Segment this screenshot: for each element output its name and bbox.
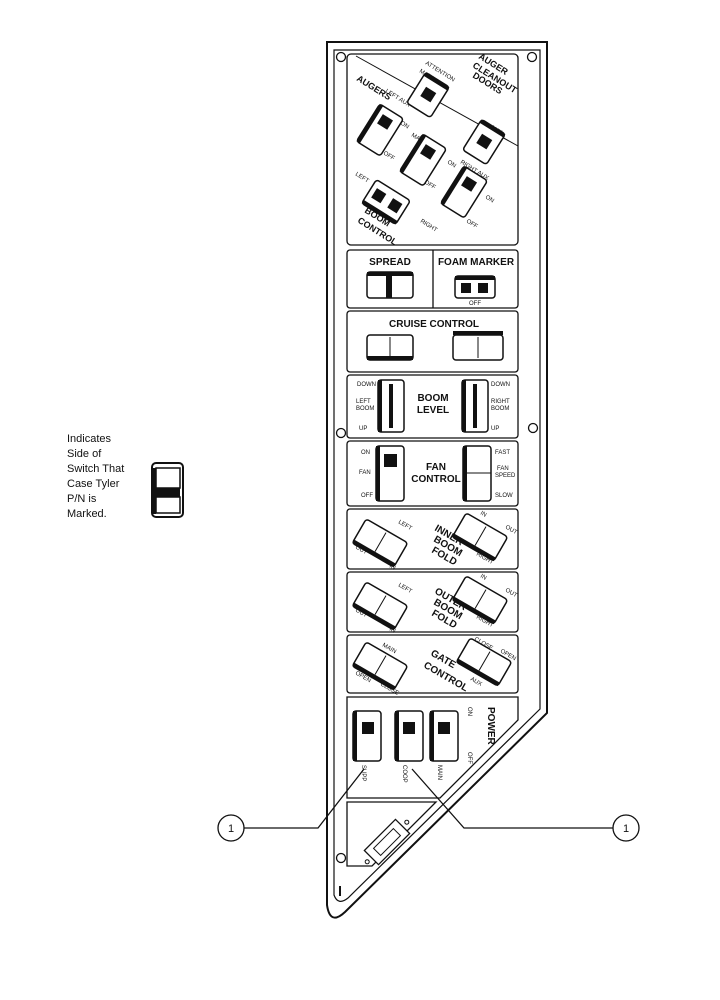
fan-control-title-1: FAN (426, 462, 446, 473)
fan-on-off-switch[interactable] (375, 445, 405, 502)
power-section: POWER ON OFF SUPP COOP MAIN (352, 707, 496, 783)
right-boom-label-2: BOOM (491, 406, 509, 412)
main-on-label: ON (446, 160, 457, 170)
bottom-connector (363, 818, 411, 866)
auger-right-aux-switch[interactable] (440, 165, 488, 218)
fan-speed-switch[interactable] (462, 445, 492, 502)
fan-control-title-2: CONTROL (411, 474, 460, 485)
right-boom-level-switch[interactable] (461, 379, 489, 433)
outer-right-out-label: OUT (504, 588, 518, 600)
right-up-label: UP (491, 426, 499, 432)
power-title: POWER (485, 707, 496, 746)
outer-out-label: OUT (354, 608, 368, 620)
fan-slow-label: SLOW (495, 493, 513, 499)
outer-in-label: IN (388, 627, 396, 635)
spread-title: SPREAD (369, 257, 411, 268)
legend-switch-icon (151, 462, 184, 518)
right-down-label: DOWN (491, 382, 510, 388)
coop-label: COOP (401, 765, 407, 783)
fan-off-label: OFF (361, 493, 373, 499)
inner-right-out-label: OUT (504, 525, 518, 537)
supp-label: SUPP (360, 765, 366, 781)
gate-main-switch[interactable] (352, 642, 408, 691)
spread-switch[interactable] (366, 271, 414, 299)
outer-left-label: LEFT (397, 583, 413, 596)
fan-fast-label: FAST (495, 450, 510, 456)
main-label: MAIN (436, 765, 442, 780)
coop-power-switch[interactable] (394, 710, 424, 762)
inner-right-in-label: IN (479, 511, 487, 519)
fan-speed-label-2: SPEED (495, 473, 516, 479)
right-boom-label-1: RIGHT (491, 399, 510, 405)
legend-line: Switch That (67, 463, 125, 475)
left-boom-label-1: LEFT (356, 399, 371, 405)
left-boom-level-switch[interactable] (377, 379, 405, 433)
outer-boom-right-switch[interactable] (452, 576, 508, 625)
callout-left-label: 1 (228, 823, 234, 835)
foam-marker-section: FOAM MARKER OFF (438, 257, 515, 307)
outer-boom-section: OUTER BOOM FOLD LEFT OUT IN IN OUT RIGHT (352, 574, 518, 635)
left-up-label: UP (359, 426, 367, 432)
callout-right-label: 1 (623, 823, 629, 835)
inner-out-label: OUT (354, 545, 368, 557)
auger-left-aux-switch[interactable] (356, 103, 404, 156)
legend-text: Indicates Side of Switch That Case Tyler… (67, 432, 157, 522)
supp-power-switch[interactable] (352, 710, 382, 762)
cleanout-main-switch[interactable] (406, 72, 450, 118)
main-off-label: OFF (423, 180, 437, 192)
gate-control-section: GATE CONTROL MAIN OPEN CLOSE CLOSE OPEN … (352, 637, 517, 697)
fan-control-section: FAN CONTROL ON FAN OFF FAST FAN SPEED SL… (359, 445, 516, 502)
cruise-set-switch[interactable] (366, 334, 414, 361)
fan-speed-label-1: FAN (497, 466, 509, 472)
auger-main-switch[interactable] (399, 133, 447, 186)
inner-boom-section: INNER BOOM FOLD LEFT OUT IN IN OUT RIGHT (352, 511, 518, 572)
gate-aux-label: AUX (469, 677, 483, 688)
mounting-holes (335, 51, 539, 864)
fan-on-label: ON (361, 450, 370, 456)
legend-line: P/N is (67, 493, 97, 505)
left-down-label: DOWN (357, 382, 376, 388)
foam-marker-switch[interactable] (454, 275, 496, 299)
boom-level-section: BOOM LEVEL DOWN LEFT BOOM UP DOWN RIGHT … (356, 379, 510, 433)
gate-aux-switch[interactable] (456, 638, 512, 687)
cleanout-aux-switch[interactable] (462, 119, 506, 165)
legend-line: Side of (67, 448, 102, 460)
boom-level-title-2: LEVEL (417, 405, 449, 416)
callout-right: 1 (612, 814, 640, 842)
foam-off-label: OFF (469, 301, 481, 307)
main-power-switch[interactable] (429, 710, 459, 762)
auger-off-label: OFF (382, 151, 396, 163)
right-off-label: OFF (465, 219, 479, 231)
power-on-label: ON (466, 707, 472, 716)
cruise-control-title: CRUISE CONTROL (389, 319, 479, 330)
panel-outline (326, 41, 548, 919)
cruise-on-switch[interactable] (452, 331, 504, 361)
spread-section: SPREAD (366, 257, 414, 299)
left-boom-label-2: BOOM (356, 406, 374, 412)
legend-line: Case Tyler (67, 478, 120, 490)
callout-leaders (244, 768, 613, 829)
boom-left-label: LEFT (354, 172, 370, 185)
right-on-label: ON (484, 195, 495, 205)
inner-left-label: LEFT (397, 520, 413, 533)
inner-boom-right-switch[interactable] (452, 513, 508, 562)
callout-left: 1 (217, 814, 245, 842)
power-off-label: OFF (466, 752, 472, 764)
auger-section: ATTENTION AUGERS AUGER CLEANOUT DOORS MA… (354, 51, 519, 247)
boom-level-title-1: BOOM (417, 393, 448, 404)
section-boxes (346, 53, 519, 867)
outer-right-in-label: IN (479, 574, 487, 582)
boom-control-switch[interactable] (361, 179, 411, 225)
fan-label: FAN (359, 470, 371, 476)
legend-line: Marked. (67, 508, 107, 520)
foam-marker-title: FOAM MARKER (438, 257, 515, 268)
auger-on-label: ON (399, 121, 410, 131)
inner-boom-left-switch[interactable] (352, 519, 408, 568)
boom-right-label: RIGHT (419, 219, 438, 234)
inner-in-label: IN (388, 564, 396, 572)
outer-boom-left-switch[interactable] (352, 582, 408, 631)
legend-line: Indicates (67, 433, 112, 445)
cruise-control-section: CRUISE CONTROL (366, 319, 504, 361)
